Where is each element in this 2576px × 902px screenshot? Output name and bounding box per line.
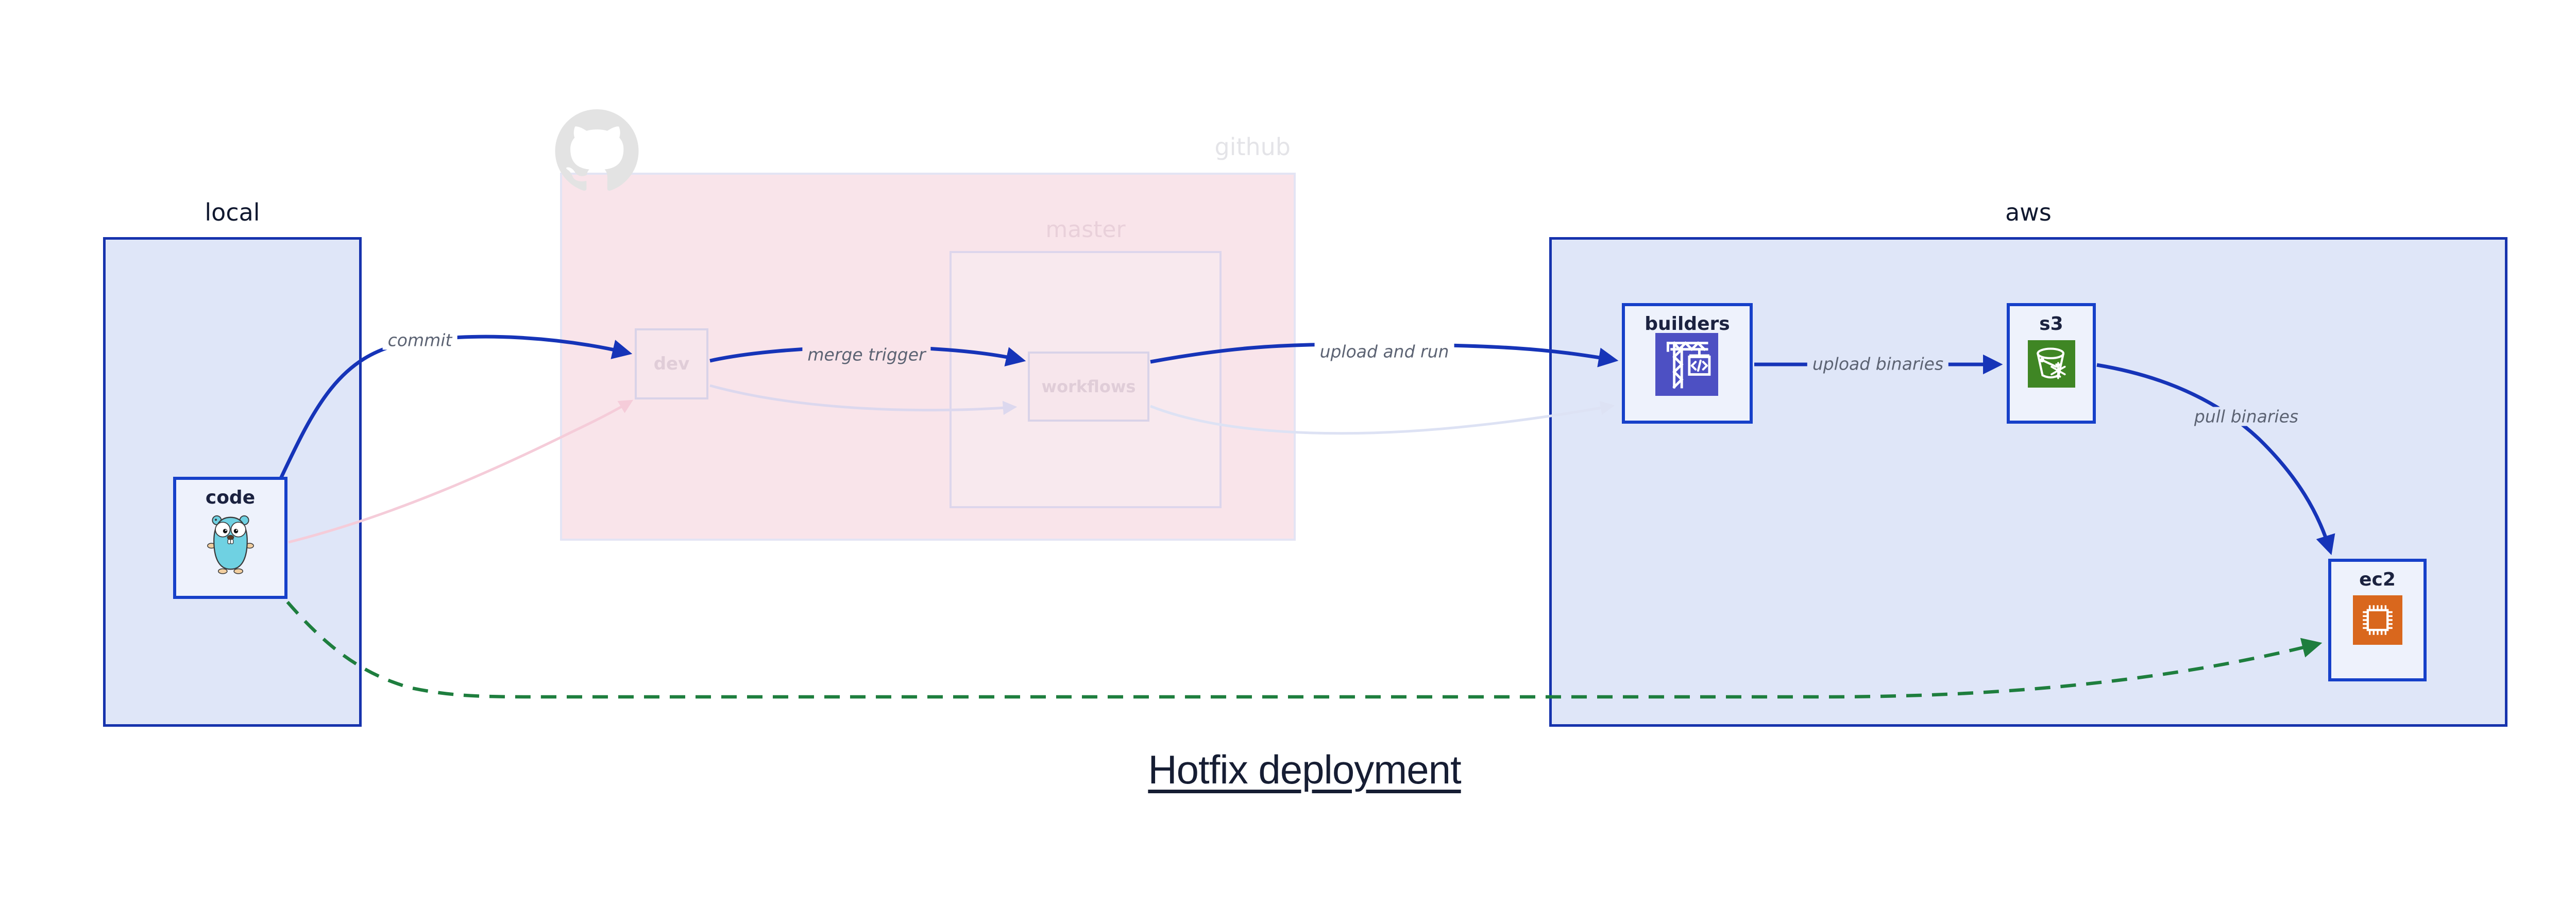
aws-group-label: aws bbox=[2005, 198, 2052, 226]
diagram-title: Hotfix deployment bbox=[1148, 747, 1461, 792]
node-workflows: workflows bbox=[1028, 352, 1149, 422]
edge-label-commit: commit bbox=[382, 330, 457, 350]
github-group-label: github bbox=[1214, 133, 1291, 161]
edge-pull-binaries bbox=[2096, 363, 2335, 556]
node-builders-label: builders bbox=[1645, 313, 1730, 335]
node-dev: dev bbox=[635, 328, 708, 399]
edge-faded-dev-to-workflows bbox=[709, 384, 1018, 415]
github-octocat-icon bbox=[555, 109, 639, 191]
edge-label-pull-binaries: pull binaries bbox=[2189, 407, 2304, 426]
node-dev-label: dev bbox=[653, 354, 690, 374]
go-gopher-icon bbox=[207, 515, 254, 574]
edge-faded-code-to-dev bbox=[288, 399, 634, 544]
node-workflows-label: workflows bbox=[1041, 377, 1136, 396]
node-code-label: code bbox=[205, 487, 256, 508]
local-group-label: local bbox=[205, 198, 260, 226]
s3-glacier-bucket-icon bbox=[2028, 340, 2075, 388]
edge-commit bbox=[279, 335, 633, 479]
edge-faded-workflows-to-builders bbox=[1150, 400, 1615, 435]
node-s3-label: s3 bbox=[2039, 313, 2063, 335]
edge-label-merge-trigger: merge trigger bbox=[802, 345, 931, 364]
edge-hotfix-dashed bbox=[286, 600, 2323, 699]
node-ec2-label: ec2 bbox=[2359, 569, 2396, 590]
codebuild-crane-icon bbox=[1655, 333, 1718, 396]
edge-label-upload-binaries: upload binaries bbox=[1807, 354, 1949, 374]
ec2-chip-icon bbox=[2353, 595, 2402, 645]
edge-label-upload-and-run: upload and run bbox=[1314, 342, 1454, 361]
master-branch-label: master bbox=[1045, 216, 1126, 243]
